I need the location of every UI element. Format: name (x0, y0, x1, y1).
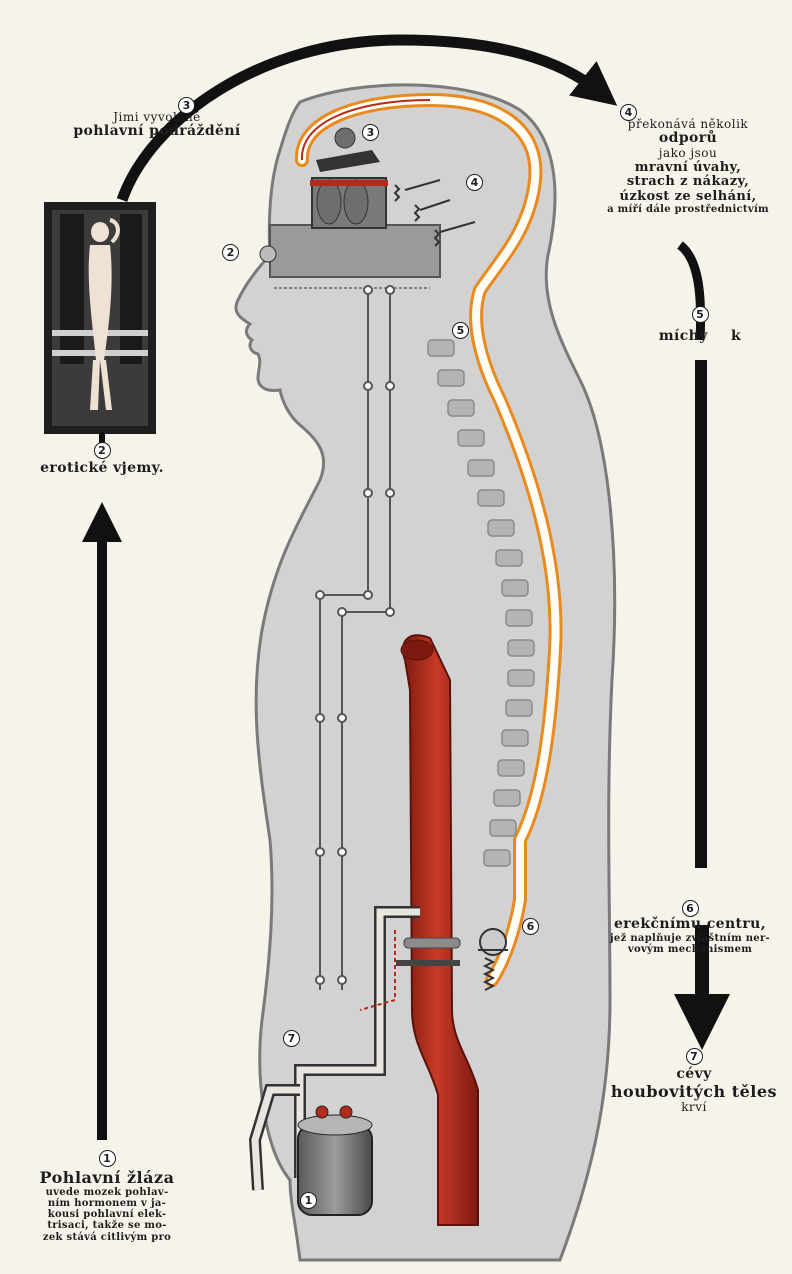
callout-3-number: 3 (178, 97, 195, 114)
callout-6-line-1: erekčnímu centru, (592, 917, 788, 933)
callout-5: 5 míchy k (620, 304, 780, 345)
marker-2: 2 (222, 244, 239, 261)
callout-2-number: 2 (94, 442, 111, 459)
callout-1-line-2: ním hormonem v ja- (2, 1198, 212, 1209)
callout-4-line-6: úzkost ze selhání, (588, 190, 788, 205)
callout-1-line-4: trisaci, takže se mo- (2, 1220, 212, 1231)
callout-1-line-5: zek stává citlivým pro (2, 1232, 212, 1243)
marker-1: 1 (300, 1192, 317, 1209)
callout-4: 4 překonává několik odporů jako jsou mra… (588, 104, 788, 215)
callout-3-line2: pohlavní podráždění (42, 124, 272, 140)
callout-5-number: 5 (692, 306, 709, 323)
callout-1-line-1: uvede mozek pohlav- (2, 1187, 212, 1198)
callout-6-line-3: vovým mechanismem (592, 944, 788, 955)
marker-4: 4 (466, 174, 483, 191)
marker-5: 5 (452, 322, 469, 339)
callout-1-title: Pohlavní žláza (2, 1169, 212, 1187)
callout-4-line-4: mravní úvahy, (588, 161, 788, 176)
marker-6: 6 (522, 918, 539, 935)
callout-6: 6 erekčnímu centru, jež naplňuje zvláštn… (592, 898, 788, 955)
callout-7: 7 cévy houbovitých těles krví (600, 1046, 788, 1114)
callout-6-number: 6 (682, 900, 699, 917)
callout-3: 3 Jimi vyvolané pohlavní podráždění (42, 95, 272, 140)
callout-2-text: erotické vjemy. (4, 461, 200, 477)
callout-2: 2 erotické vjemy. (4, 440, 200, 477)
callout-7-line-3: krví (600, 1101, 788, 1114)
callout-1: 1 Pohlavní žláza uvede mozek pohlav- ním… (2, 1148, 212, 1243)
callout-7-number: 7 (686, 1048, 703, 1065)
callout-4-line-2: odporů (588, 131, 788, 147)
callout-3-line1: Jimi vyvolané (42, 111, 272, 124)
callout-4-line-7: a míří dále prostřednictvím (588, 204, 788, 215)
callout-7-line-2: houbovitých těles (600, 1083, 788, 1101)
callout-4-line-5: strach z nákazy, (588, 175, 788, 190)
marker-3: 3 (362, 124, 379, 141)
erotic-picture (44, 202, 156, 434)
callout-1-line-3: kousi pohlavní elek- (2, 1209, 212, 1220)
callout-7-line-1: cévy (600, 1067, 788, 1083)
callout-5-text: míchy k (620, 329, 780, 345)
callout-4-number: 4 (620, 104, 637, 121)
callout-6-line-2: jež naplňuje zvláštním ner- (592, 933, 788, 944)
marker-7: 7 (283, 1030, 300, 1047)
callout-1-number: 1 (99, 1150, 116, 1167)
callout-4-line-3: jako jsou (588, 147, 788, 160)
